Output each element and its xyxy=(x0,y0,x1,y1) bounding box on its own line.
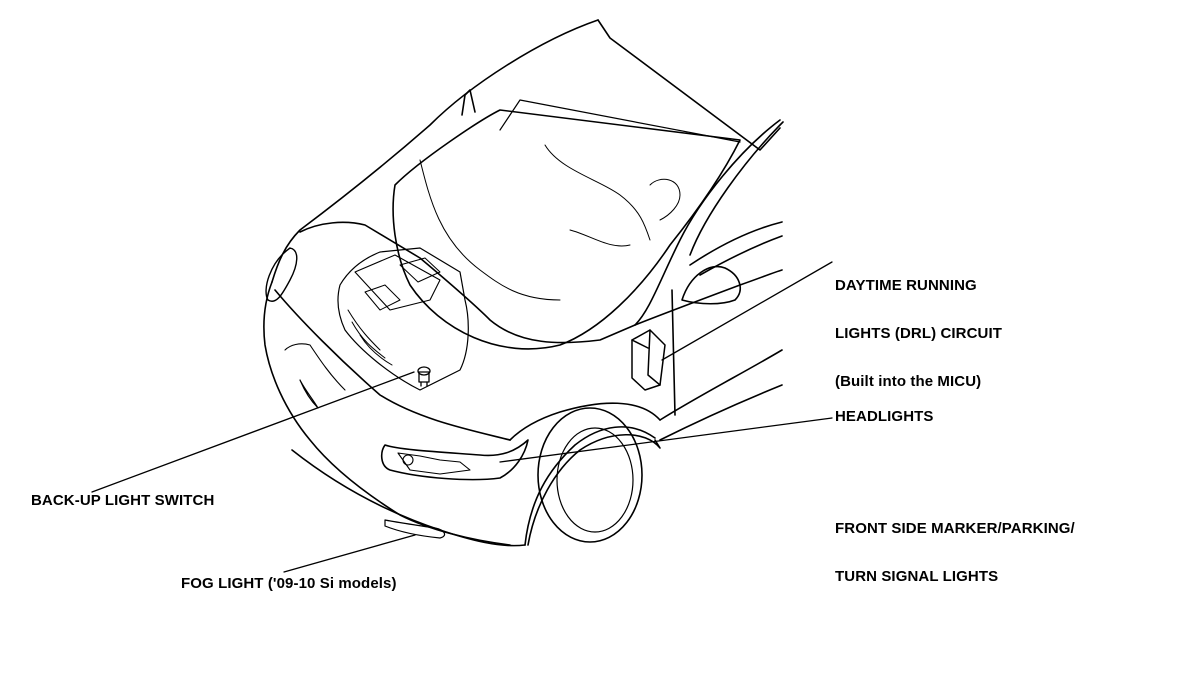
backup-light-switch-label: BACK-UP LIGHT SWITCH xyxy=(31,492,215,509)
side-window xyxy=(689,221,783,276)
a-pillar-inner xyxy=(689,121,784,256)
drl-label-line3: (Built into the MICU) xyxy=(835,373,982,390)
rocker xyxy=(659,384,783,441)
antenna xyxy=(461,89,476,116)
windshield-lower xyxy=(392,109,741,350)
a-pillar xyxy=(634,119,781,326)
grille-left xyxy=(299,379,319,409)
door-line xyxy=(659,349,783,421)
engine-cover xyxy=(337,247,469,391)
drl-label-line1: DAYTIME RUNNING xyxy=(835,277,977,294)
wheel-well xyxy=(527,433,661,546)
front-side-marker-line1: FRONT SIDE MARKER/PARKING/ xyxy=(835,520,1075,537)
roof-line xyxy=(597,19,781,151)
side-mirror xyxy=(681,265,741,305)
leader-drl xyxy=(661,261,833,361)
front-wheel xyxy=(537,407,643,543)
body-side-crease xyxy=(634,269,783,326)
leader-headlights xyxy=(499,417,833,463)
micu-unit xyxy=(631,329,666,391)
fog-light-label: FOG LIGHT ('09-10 Si models) xyxy=(181,575,397,592)
engine-detail-1 xyxy=(354,254,441,311)
bumper-crease xyxy=(284,343,346,391)
bumper-lower xyxy=(291,449,526,547)
headlight-right-inner xyxy=(397,452,471,475)
engine-detail-3 xyxy=(399,257,441,283)
headlight-left xyxy=(265,247,298,302)
engine-detail-2 xyxy=(364,284,401,311)
hood-outline xyxy=(299,221,636,344)
windshield-pillar xyxy=(419,159,561,301)
wiper-reflection-1 xyxy=(544,144,651,241)
windshield-reflection xyxy=(499,99,741,143)
leader-fog-light xyxy=(283,534,416,573)
front-side-marker-line2: TURN SIGNAL LIGHTS xyxy=(835,568,999,585)
headlight-right xyxy=(380,439,529,481)
front-fender xyxy=(509,402,661,441)
engine-ribs xyxy=(347,309,393,366)
wiper-reflection-2 xyxy=(569,229,631,247)
wiper-reflection-3 xyxy=(649,178,681,221)
hood-front-edge xyxy=(274,289,511,441)
headlights-label: HEADLIGHTS xyxy=(835,408,934,425)
leader-backup-switch xyxy=(91,371,415,493)
front-wheel-rim xyxy=(556,427,634,533)
fog-light xyxy=(384,519,446,539)
door-front-edge xyxy=(671,289,676,416)
windshield-outline xyxy=(271,19,599,283)
backup-switch-part xyxy=(417,366,431,387)
headlight-right-bulb xyxy=(402,454,414,466)
front-side-marker-label: FRONT SIDE MARKER/PARKING/ TURN SIGNAL L… xyxy=(835,489,1075,617)
bumper-left xyxy=(263,281,511,546)
drl-label-line2: LIGHTS (DRL) CIRCUIT xyxy=(835,325,1002,342)
fender-lower xyxy=(524,426,656,546)
drl-circuit-label: DAYTIME RUNNING LIGHTS (DRL) CIRCUIT (Bu… xyxy=(835,246,1002,422)
